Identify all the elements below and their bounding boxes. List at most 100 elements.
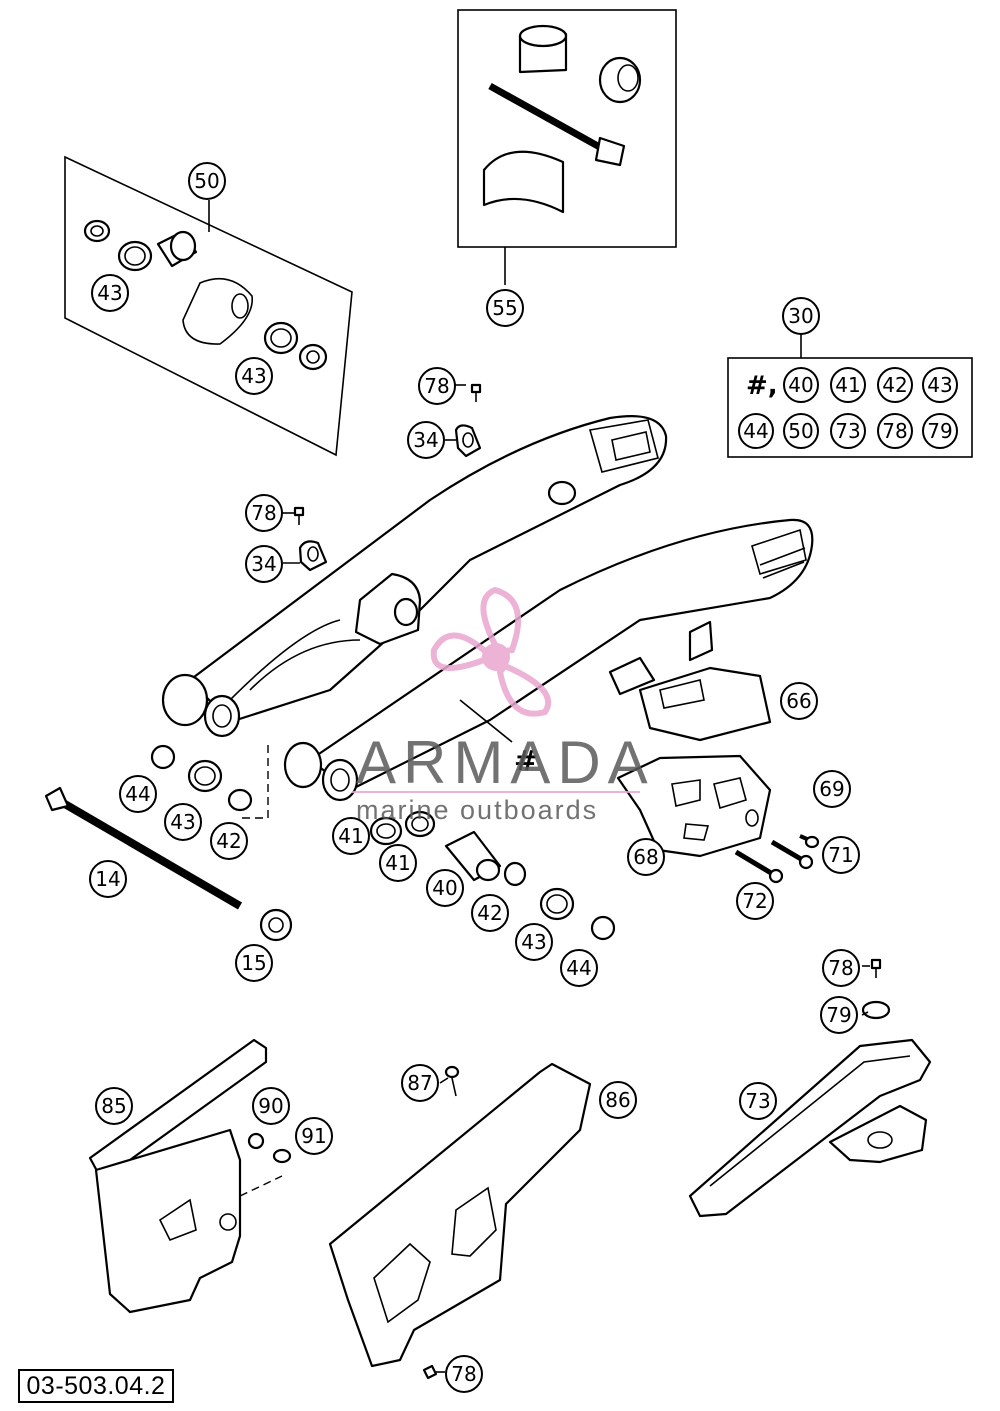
svg-text:41: 41: [835, 373, 860, 397]
kit-30-item-41: 41: [830, 367, 866, 403]
svg-text:72: 72: [742, 889, 767, 913]
kit-30-item-40: 40: [783, 367, 819, 403]
svg-text:42: 42: [477, 901, 502, 925]
callout-40: 40: [426, 869, 464, 907]
callout-90: 90: [252, 1087, 290, 1125]
svg-text:73: 73: [835, 419, 860, 443]
callout-78: 78: [418, 367, 456, 405]
kit-30-item-78: 78: [877, 413, 913, 449]
callout-78: 78: [822, 949, 860, 987]
kit-55-frame: [457, 9, 677, 285]
kit-30-item-79: 79: [922, 413, 958, 449]
svg-text:71: 71: [828, 843, 853, 867]
chain-guide-66-68: [616, 666, 772, 858]
callout-71: 71: [822, 836, 860, 874]
svg-text:85: 85: [101, 1094, 126, 1118]
clamp-34-upper: [454, 383, 482, 458]
callout-87: 87: [401, 1064, 439, 1102]
clamp-34-lower: [293, 506, 328, 572]
svg-text:79: 79: [826, 1003, 851, 1027]
kit-50-frame: [64, 155, 353, 457]
kit-30-item-73: 73: [830, 413, 866, 449]
left-pivot-parts: [150, 744, 253, 812]
bolts-69-71-72: [734, 834, 820, 884]
callout-43: 43: [515, 923, 553, 961]
svg-text:66: 66: [786, 689, 811, 713]
watermark-brand: ARMADA: [356, 729, 655, 796]
callout-42: 42: [210, 822, 248, 860]
svg-text:78: 78: [251, 501, 276, 525]
callout-43: 43: [91, 274, 129, 312]
callout-78: 78: [445, 1355, 483, 1393]
svg-text:34: 34: [251, 552, 276, 576]
callout-86: 86: [599, 1081, 637, 1119]
chain-guard-86: [328, 1062, 592, 1380]
right-pivot-parts: [369, 810, 616, 941]
svg-text:78: 78: [828, 956, 853, 980]
callout-55: 55: [486, 289, 524, 327]
svg-text:43: 43: [241, 364, 266, 388]
svg-text:30: 30: [788, 304, 813, 328]
svg-text:14: 14: [95, 867, 120, 891]
callout-15: 15: [235, 944, 273, 982]
callout-41: 41: [332, 817, 370, 855]
kit-30-item-43: 43: [922, 367, 958, 403]
callout-30: 30: [782, 297, 820, 335]
kit-30-item-44: 44: [738, 413, 774, 449]
callout-41: 41: [379, 844, 417, 882]
svg-text:42: 42: [216, 829, 241, 853]
callout-14: 14: [89, 860, 127, 898]
svg-text:41: 41: [338, 824, 363, 848]
chain-guard-85: [88, 1038, 292, 1314]
svg-text:73: 73: [745, 1089, 770, 1113]
callout-42: 42: [471, 894, 509, 932]
callout-91: 91: [295, 1117, 333, 1155]
svg-text:79: 79: [927, 419, 952, 443]
svg-text:68: 68: [633, 845, 658, 869]
callout-34: 34: [407, 421, 445, 459]
callout-73: 73: [739, 1082, 777, 1120]
callout-43: 43: [235, 357, 273, 395]
svg-text:90: 90: [258, 1094, 283, 1118]
pivot-axle-14: [44, 786, 293, 942]
svg-text:44: 44: [125, 782, 150, 806]
swingarm: [161, 415, 814, 819]
svg-text:43: 43: [521, 930, 546, 954]
svg-text:87: 87: [407, 1071, 432, 1095]
svg-text:42: 42: [882, 373, 907, 397]
svg-text:78: 78: [451, 1362, 476, 1386]
svg-text:44: 44: [743, 419, 768, 443]
watermark-tagline: marine outboards: [356, 795, 599, 825]
callout-79: 79: [820, 996, 858, 1034]
svg-text:91: 91: [301, 1124, 326, 1148]
svg-text:34: 34: [413, 428, 438, 452]
callout-44: 44: [560, 949, 598, 987]
callout-group: 50 43 43 55 30 78 34 78 34 66 44 43 42 14 15 41 41 40 42 43…: [89, 162, 860, 1393]
callout-50: 50: [188, 162, 226, 200]
svg-text:55: 55: [492, 296, 517, 320]
svg-text:41: 41: [385, 851, 410, 875]
svg-text:50: 50: [194, 169, 219, 193]
watermark-logo: [352, 586, 640, 793]
callout-43: 43: [164, 803, 202, 841]
svg-text:44: 44: [566, 956, 591, 980]
svg-text:40: 40: [432, 876, 457, 900]
svg-text:78: 78: [882, 419, 907, 443]
svg-text:43: 43: [927, 373, 952, 397]
callout-72: 72: [736, 882, 774, 920]
callout-44: 44: [119, 775, 157, 813]
svg-text:86: 86: [605, 1088, 630, 1112]
svg-text:15: 15: [241, 951, 266, 975]
chain-slider-73: [688, 958, 932, 1218]
diagram-code: 03-503.04.2: [18, 1369, 174, 1403]
svg-text:43: 43: [170, 810, 195, 834]
svg-text:78: 78: [424, 374, 449, 398]
kit-30-box: #,: [727, 357, 973, 458]
kit-30-item-42: 42: [877, 367, 913, 403]
svg-text:69: 69: [819, 777, 844, 801]
callout-68: 68: [627, 838, 665, 876]
svg-text:43: 43: [97, 281, 122, 305]
callout-34: 34: [245, 545, 283, 583]
